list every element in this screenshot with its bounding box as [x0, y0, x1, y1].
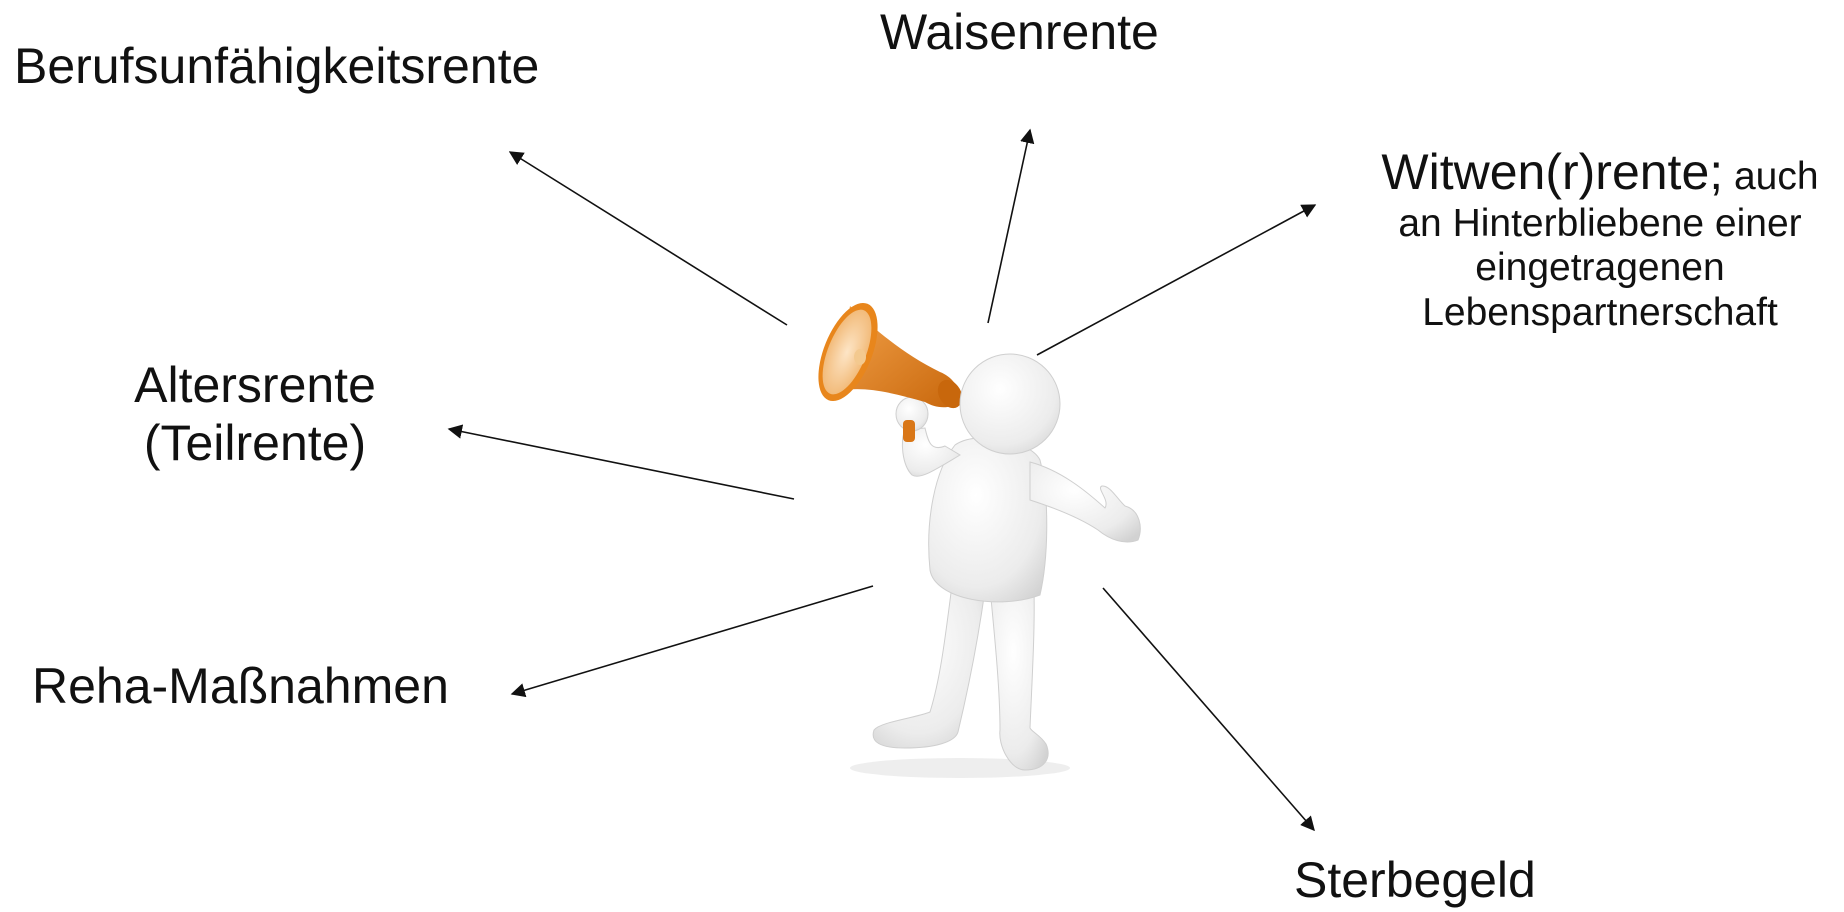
label-berufsunfaehigkeitsrente: Berufsunfähigkeitsrente: [14, 38, 540, 94]
label-altersrente: Altersrente (Teilrente): [85, 357, 425, 472]
label-witwenrente-suffix: auch: [1723, 155, 1819, 198]
arrow-to-altersrente: [447, 424, 795, 500]
arrow-to-reha: [510, 585, 874, 698]
label-reha-massnahmen: Reha-Maßnahmen: [32, 658, 449, 714]
arrow-to-berufsunfaehigkeitsrente: [508, 151, 788, 326]
label-witwenrente: Witwen(r)rente; auch an Hinterbliebene e…: [1360, 144, 1840, 336]
label-witwenrente-line2: an Hinterbliebene einer: [1398, 201, 1802, 245]
arrow-to-waisenrente: [987, 128, 1035, 324]
label-witwenrente-line4: Lebenspartnerschaft: [1422, 291, 1778, 335]
label-waisenrente: Waisenrente: [880, 4, 1159, 60]
person-with-megaphone-icon: [818, 302, 1141, 778]
label-sterbegeld: Sterbegeld: [1294, 852, 1536, 908]
label-witwenrente-line3: eingetragenen: [1475, 246, 1725, 290]
label-witwenrente-title: Witwen(r)rente;: [1381, 144, 1724, 200]
label-altersrente-line1: Altersrente: [134, 357, 376, 413]
label-altersrente-line2: (Teilrente): [143, 414, 367, 471]
arrow-to-witwenrente: [1036, 204, 1317, 356]
arrow-to-sterbegeld: [1102, 587, 1315, 832]
